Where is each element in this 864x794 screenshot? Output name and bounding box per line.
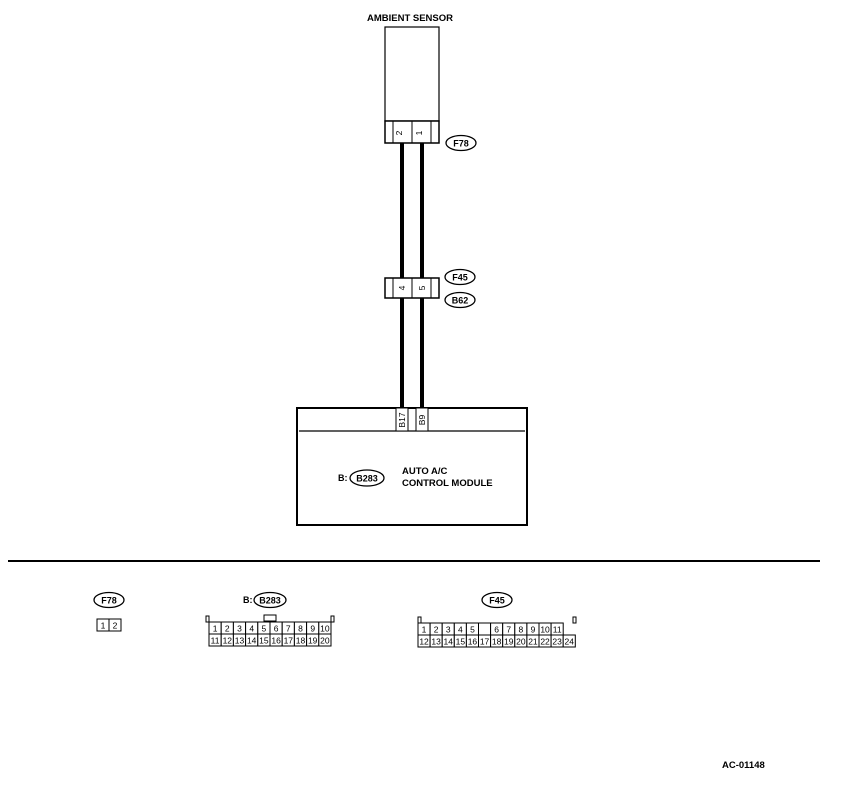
- f45-pin-label: 7: [506, 625, 511, 635]
- auto-ac-control-module: B17 B9 B: B283 AUTO A/C CONTROL MODULE: [296, 407, 528, 526]
- b283-pin-label: 4: [249, 624, 254, 634]
- b283-pin-label: 11: [211, 636, 220, 646]
- b62-connector-tag: B62: [444, 291, 476, 309]
- f45-pin-label: 4: [458, 625, 463, 635]
- module-pin-b9: B9: [417, 415, 427, 426]
- svg-text:F45: F45: [489, 596, 505, 606]
- f45-cell: [562, 634, 576, 648]
- b283-pin-label: 20: [320, 636, 330, 646]
- b283-pin-label: 13: [235, 636, 245, 646]
- svg-text:F78: F78: [453, 139, 469, 149]
- inline-connector: 4 5: [384, 277, 440, 299]
- f45-pin-label: 18: [492, 637, 502, 647]
- f45-cell: [478, 622, 492, 636]
- b283-pin-label: 1: [213, 624, 218, 634]
- f45-pin-label: 11: [553, 625, 562, 635]
- svg-text:F78: F78: [101, 596, 117, 606]
- f45-pin-label: 22: [540, 637, 550, 647]
- b283-cell: [318, 633, 332, 647]
- f45-pin-label: 8: [518, 625, 523, 635]
- b283-pin-label: 2: [225, 624, 230, 634]
- f45-pin-label: 5: [470, 625, 475, 635]
- b283-connector-tag: B283: [349, 469, 385, 487]
- sensor-pin-1: 1: [414, 130, 424, 135]
- legend-f78-tag: F78: [93, 591, 125, 609]
- diagram-code: AC-01148: [722, 760, 765, 771]
- svg-text:F45: F45: [452, 273, 468, 283]
- module-name-line2: CONTROL MODULE: [402, 478, 493, 489]
- b283-pin-label: 15: [259, 636, 269, 646]
- f45-pin-label: 2: [434, 625, 439, 635]
- f45-pin-label: 21: [528, 637, 538, 647]
- legend-b283-prefix: B:: [243, 595, 253, 605]
- f45-pin-label: 20: [516, 637, 526, 647]
- b283-pin-label: 7: [286, 624, 291, 634]
- f78-connector-tag: F78: [445, 134, 477, 152]
- b283-pin-label: 12: [223, 636, 233, 646]
- inline-pin-5: 5: [417, 285, 427, 290]
- module-name-line1: AUTO A/C: [402, 466, 448, 477]
- b283-pin-label: 18: [296, 636, 306, 646]
- f45-pin-label: 23: [552, 637, 562, 647]
- ambient-sensor-title: AMBIENT SENSOR: [367, 13, 453, 24]
- b283-pin-label: 8: [298, 624, 303, 634]
- b283-pin-label: 3: [237, 624, 242, 634]
- f45-pin-label: 24: [565, 637, 575, 647]
- b283-pin-label: 19: [308, 636, 318, 646]
- b283-pin-label: 5: [262, 624, 267, 634]
- legend-f45-tag: F45: [481, 591, 513, 609]
- f45-pin-label: 19: [504, 637, 514, 647]
- b283-pin-label: 6: [274, 624, 279, 634]
- inline-pin-4: 4: [397, 285, 407, 290]
- sensor-pin-2: 2: [394, 130, 404, 135]
- f45-connector-tag: F45: [444, 268, 476, 286]
- sensor-connector: 2 1: [384, 120, 440, 144]
- b283-pin-label: 9: [310, 624, 315, 634]
- module-pin-b17: B17: [397, 412, 407, 427]
- f45-pin-label: 13: [431, 637, 441, 647]
- f45-pin-label: 6: [494, 625, 499, 635]
- legend-b283-tag: B283: [253, 591, 287, 609]
- f45-pin-label: 15: [456, 637, 466, 647]
- module-connector-prefix: B:: [338, 473, 348, 483]
- svg-text:1: 1: [101, 621, 106, 631]
- svg-text:B283: B283: [259, 596, 281, 606]
- f45-pin-label: 17: [480, 637, 490, 647]
- ambient-sensor-box: [384, 26, 440, 122]
- f45-pin-label: 3: [446, 625, 451, 635]
- svg-text:2: 2: [113, 621, 118, 631]
- svg-text:B283: B283: [356, 474, 378, 484]
- f45-pin-label: 10: [540, 625, 550, 635]
- b283-pin-label: 10: [320, 624, 330, 634]
- b283-pin-label: 16: [271, 636, 281, 646]
- f45-pin-label: 1: [422, 625, 427, 635]
- f45-pin-label: 14: [444, 637, 454, 647]
- b283-pin-label: 17: [284, 636, 294, 646]
- f45-pin-label: 9: [531, 625, 536, 635]
- f45-pin-label: 16: [468, 637, 478, 647]
- legend-f78-connector: 1 2: [96, 618, 122, 632]
- svg-text:B62: B62: [452, 296, 469, 306]
- b283-pin-label: 14: [247, 636, 257, 646]
- f45-pin-label: 12: [419, 637, 429, 647]
